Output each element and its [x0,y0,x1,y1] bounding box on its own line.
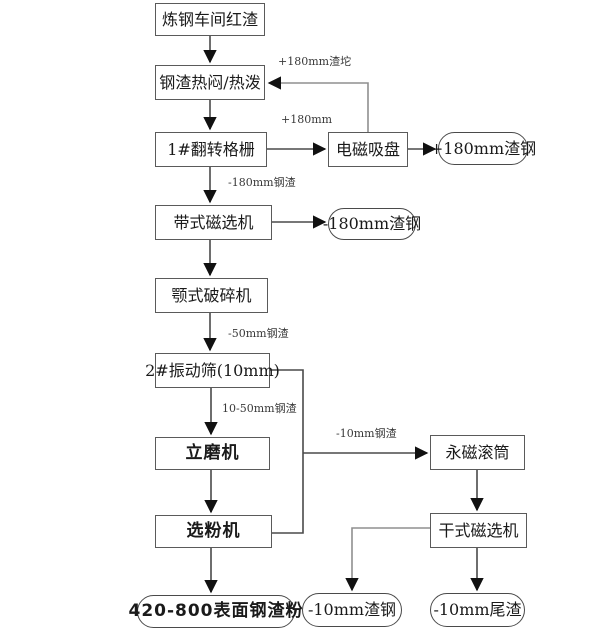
node-belt-separator: 带式磁选机 [155,205,272,240]
edge-label-10-50mm: 10-50mm钢渣 [222,402,297,415]
node-minus10-slag-steel: -10mm渣钢 [302,593,402,627]
node-minus10-tail-slag: -10mm尾渣 [430,593,525,627]
node-powder-separator: 选粉机 [155,515,272,548]
edge-screen2-bus [270,369,304,534]
node-minus180-slag-steel: -180mm渣钢 [323,208,421,240]
node-plus180-slag-steel: +180mm渣钢 [430,132,536,165]
node-flip-grid-1: 1#翻转格栅 [155,132,267,167]
edge-label-minus10: -10mm钢渣 [336,427,397,440]
node-dry-separator: 干式磁选机 [430,513,527,548]
edge-drysep-minus10steel [345,527,430,592]
edge-label-plus180: +180mm [281,113,333,126]
node-hot-stew: 钢渣热闷/热泼 [155,65,265,100]
edge-label-plus180-lump: +180mm渣坨 [278,55,352,68]
node-surface-slag-powder: 420-800表面钢渣粉 [128,595,303,628]
node-magnet-chuck: 电磁吸盘 [328,132,408,167]
edge-chuck-hotstew-feedback [267,76,369,132]
node-vertical-mill: 立磨机 [155,437,270,470]
node-jaw-crusher: 颚式破碎机 [155,278,268,313]
edge-label-minus50: -50mm钢渣 [228,327,289,340]
node-vibrating-screen-2: 2#振动筛(10mm) [145,353,280,388]
node-magnet-drum: 永磁滚筒 [430,435,525,470]
edge-label-minus180: -180mm钢渣 [228,176,296,189]
node-red-slag: 炼钢车间红渣 [155,3,265,36]
